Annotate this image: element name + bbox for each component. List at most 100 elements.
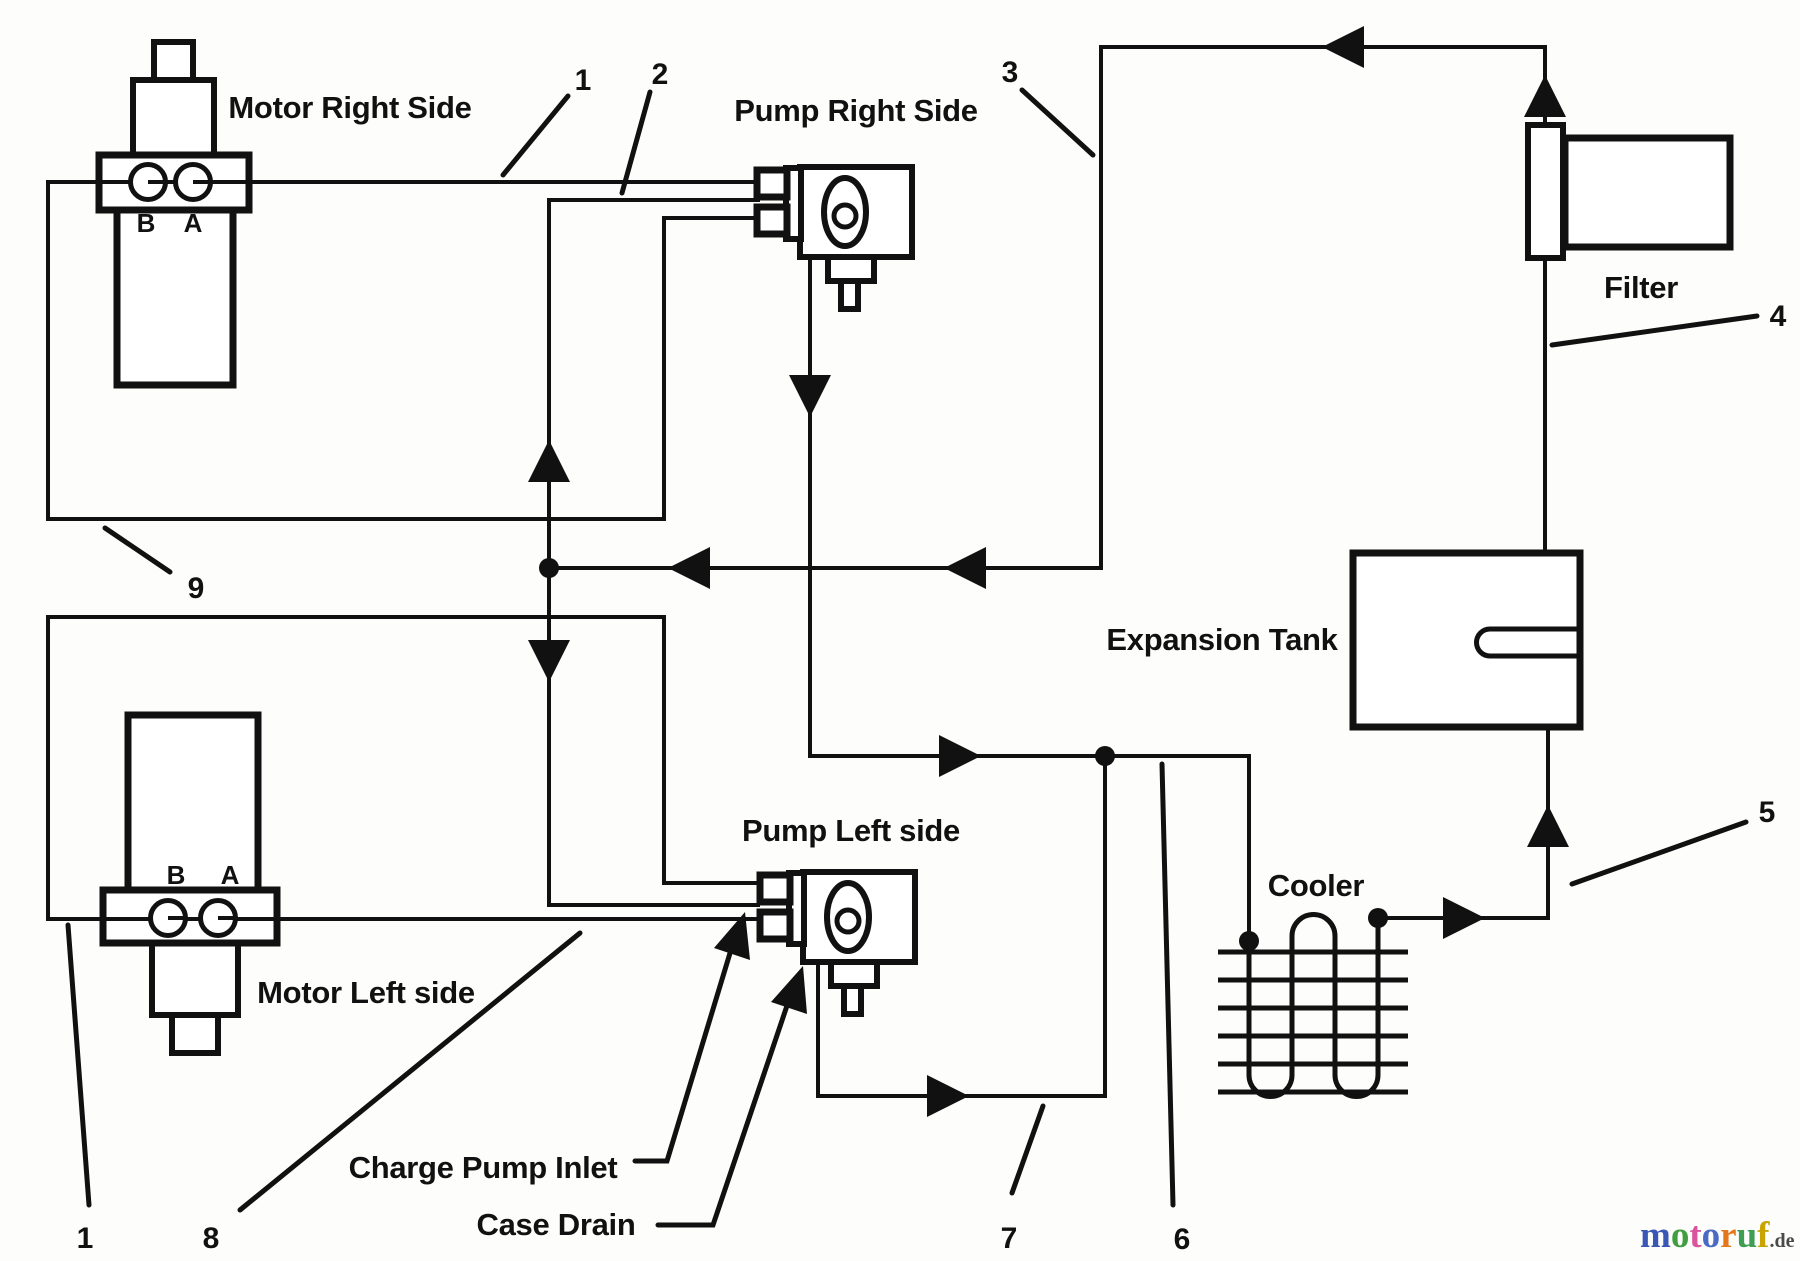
callout-8: 8 (203, 1222, 220, 1255)
motor-left-port-block (99, 886, 281, 947)
motor-right-cap (151, 39, 196, 83)
pump-left-lower-port (756, 908, 794, 943)
leader-1-bottom (65, 922, 92, 1208)
filter-element (1525, 122, 1566, 261)
leader-2 (619, 89, 653, 196)
leader-6 (1159, 761, 1176, 1208)
pump-right-shaft (831, 202, 859, 230)
expansion-tank-body (1349, 549, 1584, 731)
motor-left-assembly (99, 711, 281, 1056)
flow-line-charge-supply-fork (547, 198, 760, 907)
arrow-right-case-drain (927, 1075, 969, 1117)
leader-5 (1569, 819, 1749, 887)
label-motor-right: Motor Right Side (228, 90, 471, 125)
filter-canister (1561, 134, 1734, 251)
pump-right-lower-port (753, 203, 791, 238)
leader-8 (237, 930, 583, 1213)
logo-letter: f (1757, 1215, 1770, 1256)
callout-3: 3 (1002, 56, 1019, 89)
arrow-up-charge-fork (528, 440, 570, 482)
label-charge-pump-inlet: Charge Pump Inlet (349, 1150, 618, 1185)
logo-letter: u (1737, 1215, 1758, 1256)
label-port-a-right: A (184, 208, 203, 238)
logo-letter: r (1720, 1215, 1736, 1256)
pump-right-upper-port (753, 166, 791, 201)
arrow-left-charge-line-2 (944, 547, 986, 589)
logo-letter: o (1702, 1215, 1721, 1256)
component-labels: Motor Right Side Pump Right Side Filter … (228, 90, 1678, 1242)
motor-left-neck (149, 940, 241, 1018)
callout-1-top: 1 (575, 64, 592, 97)
arrow-left-charge-line-1 (668, 547, 710, 589)
motor-right-neck (130, 77, 217, 160)
label-case-drain: Case Drain (477, 1207, 636, 1242)
callout-7: 7 (1001, 1222, 1018, 1255)
arrow-up-tank-inlet (1527, 805, 1569, 847)
leader-7 (1009, 1103, 1046, 1196)
callout-1-bottom: 1 (77, 1222, 94, 1255)
flow-arrows (528, 26, 1569, 1117)
logo-letter: t (1689, 1215, 1702, 1256)
flow-line-pump-right-outlet (808, 257, 1251, 941)
pump-left-shaft (834, 907, 862, 935)
arrowhead-case-drain (771, 966, 807, 1014)
junction-dot-charge (539, 558, 559, 578)
callout-4: 4 (1770, 300, 1787, 333)
junction-dot-drain (1095, 746, 1115, 766)
pump-right-assembly (753, 164, 915, 312)
label-filter: Filter (1604, 270, 1678, 305)
motoruf-logo: motoruf.de (1640, 1215, 1795, 1256)
cooler-assembly (1218, 912, 1408, 1099)
cooler-fins (1218, 949, 1408, 1095)
label-cooler: Cooler (1268, 868, 1365, 903)
junction-dots (539, 558, 1388, 951)
logo-letter: m (1640, 1215, 1671, 1256)
leader-9 (102, 525, 173, 575)
cooler-coil (1246, 912, 1381, 1099)
label-port-b-left: B (167, 860, 186, 890)
label-pump-left: Pump Left side (742, 813, 960, 848)
pump-right-neck (825, 254, 877, 284)
label-pump-right: Pump Right Side (734, 93, 978, 128)
pump-right-stem (838, 278, 861, 312)
arrow-down-charge-fork (528, 640, 570, 682)
arrow-up-filter (1524, 75, 1566, 117)
motor-left-cap (169, 1012, 221, 1056)
flow-line-filter-return (549, 45, 1547, 570)
arrowhead-charge-pump-inlet (714, 912, 750, 960)
leader-4 (1549, 313, 1760, 348)
label-port-a-left: A (221, 860, 240, 890)
callout-9: 9 (188, 572, 205, 605)
leader-3 (1019, 87, 1096, 158)
logo-suffix: .de (1770, 1230, 1795, 1252)
leader-charge-pump-inlet (632, 927, 740, 1164)
pump-left-stem (841, 983, 864, 1017)
leader-case-drain (655, 979, 798, 1228)
label-motor-left: Motor Left side (257, 975, 475, 1010)
motor-port-circles (128, 162, 238, 938)
callout-6: 6 (1174, 1223, 1191, 1256)
pump-left-assembly (756, 869, 918, 1017)
leader-1-top (500, 93, 571, 178)
arrow-down-pump-right-outlet (789, 375, 831, 417)
arrow-right-pump-outlet-line (939, 735, 981, 777)
motor-right-assembly (95, 39, 253, 389)
expansion-tank-tube (1474, 626, 1577, 659)
callout-numbers: 1 2 3 4 5 9 1 8 7 6 (77, 56, 1787, 1256)
filter-assembly (1525, 122, 1734, 261)
expansion-tank-assembly (1349, 549, 1584, 731)
logo-letter: o (1671, 1215, 1690, 1256)
arrow-right-cooler-out (1443, 897, 1485, 939)
callout-5: 5 (1759, 796, 1776, 829)
callout-leaders (65, 87, 1760, 1228)
motor-right-body (113, 206, 237, 389)
junction-dot-cooler-in (1239, 931, 1259, 951)
label-expansion-tank: Expansion Tank (1106, 622, 1338, 657)
junction-dot-cooler-out (1368, 908, 1388, 928)
flow-line-cooler-to-tank (1378, 727, 1550, 920)
port-labels: B A B A (137, 208, 240, 890)
pump-left-neck (828, 959, 880, 989)
pump-left-upper-port (756, 871, 794, 906)
